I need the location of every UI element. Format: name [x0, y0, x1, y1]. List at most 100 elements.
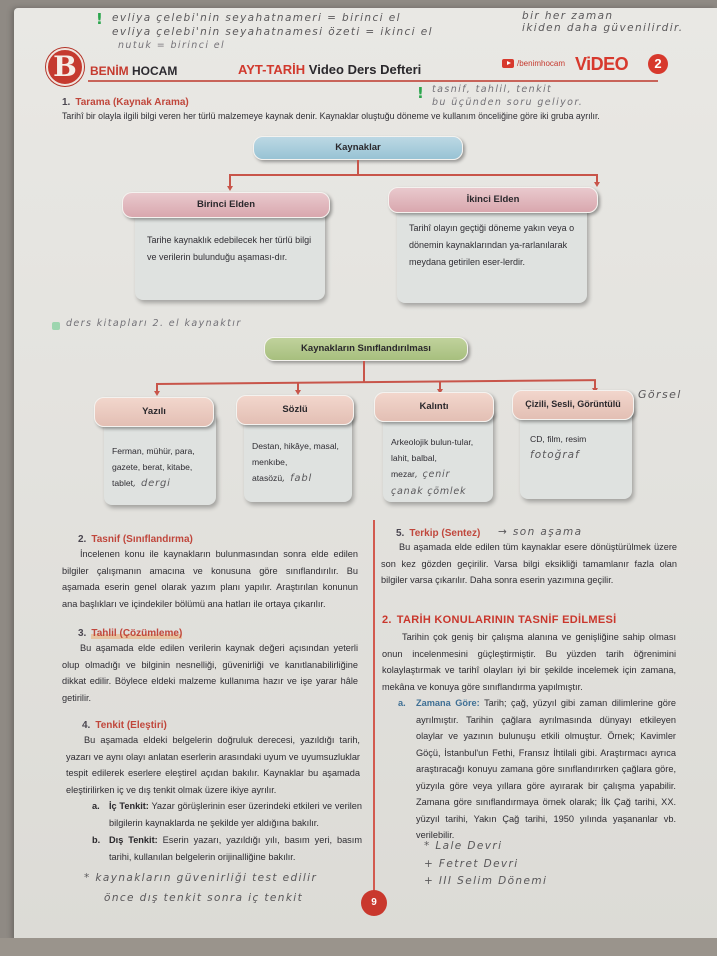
item-title: Dış Tenkit:: [109, 835, 158, 845]
header-divider: [88, 80, 658, 82]
column-divider: [373, 520, 375, 900]
ikinci-elden-title: İkinci Elden: [388, 187, 598, 213]
brand-part2: HOCAM: [132, 64, 178, 78]
cizili-card: CD, film, resim fotoğraf: [520, 407, 632, 499]
sozlu-examples: Destan, hikâye, masal, menkıbe, atasözü: [252, 441, 339, 483]
yazili-title: Yazılı: [94, 397, 214, 427]
connector-line: [439, 381, 441, 389]
video-number-badge: 2: [648, 54, 668, 74]
handwritten-note: çanak çömlek: [391, 486, 467, 497]
benim-hocam-logo: B: [46, 48, 84, 86]
section-title: Terkip (Sentez): [409, 528, 481, 539]
youtube-handle: /benimhocam: [502, 59, 565, 68]
diagram-root-siniflandirma: Kaynakların Sınıflandırılması: [264, 337, 468, 361]
section-text: Bu aşamada elde edilen tüm kaynaklar ese…: [381, 542, 677, 585]
video-label: ViDEO: [575, 54, 629, 74]
ikinci-elden-card: Tarihî olayın geçtiği döneme yakın veya …: [397, 205, 587, 303]
connector-line: [363, 361, 365, 371]
handwritten-note: + Fetret Devri: [424, 858, 519, 870]
section-number: 4.: [82, 720, 91, 731]
brand-part1: BENİM: [90, 64, 129, 78]
section-text: Bu aşamada eldeki belgelerin doğruluk de…: [66, 735, 360, 795]
handwritten-note: , dergi: [133, 478, 171, 489]
handwritten-note: evliya çelebi'nin seyahatnameri = birinc…: [112, 12, 401, 24]
arrow-down-icon: [227, 186, 233, 191]
handwritten-note: ders kitapları 2. el kaynaktır: [66, 318, 242, 329]
connector-line: [363, 370, 365, 382]
section-title: Tahlil (Çözümleme): [91, 628, 183, 639]
section-text: Tarihin çok geniş bir çalışma alanına ve…: [382, 632, 676, 692]
sozlu-title: Sözlü: [236, 395, 354, 425]
cizili-examples: CD, film, resim: [530, 434, 587, 444]
section-text: İncelenen konu ile kaynakların bulunması…: [62, 549, 358, 609]
page-number-badge: 9: [361, 890, 387, 916]
connector-line: [596, 174, 598, 182]
handwritten-note: bu üçünden soru geliyor.: [432, 97, 584, 108]
handwritten-note: ikiden daha güvenilirdir.: [522, 22, 684, 34]
section-intro: Tarihî bir olayla ilgili bilgi veren her…: [62, 111, 600, 121]
zamana-gore-item: a.Zamana Göre: Tarih; çağ, yüzyıl gibi z…: [398, 695, 676, 844]
section-heading: 2. Tasnif (Sınıflandırma): [78, 534, 193, 545]
kalinti-examples: Arkeolojik bulun-tular, lahit, balbal, m…: [391, 437, 474, 479]
section-number: 1.: [62, 97, 71, 108]
kalinti-card: Arkeolojik bulun-tular, lahit, balbal, m…: [383, 410, 493, 502]
item-label: a.: [92, 801, 100, 811]
arrow-down-icon: [594, 182, 600, 187]
arrow-down-icon: [295, 390, 301, 395]
diagram-root-kaynaklar: Kaynaklar: [253, 136, 463, 160]
exclamation-mark-icon: !: [96, 10, 103, 28]
handwritten-note: önce dış tenkit sonra iç tenkit: [104, 892, 304, 904]
cizili-title: Çizili, Sesli, Görüntülü: [512, 390, 634, 420]
item-text: Eserin yazarı, yazıldığı yılı, basım yer…: [109, 835, 362, 862]
section-heading: 4. Tenkit (Eleştiri): [82, 720, 167, 731]
birinci-elden-title: Birinci Elden: [122, 192, 330, 218]
exclamation-mark-icon: !: [417, 84, 424, 102]
connector-line: [297, 382, 299, 390]
youtube-handle-text: /benimhocam: [517, 59, 566, 68]
sozlu-card: Destan, hikâye, masal, menkıbe, atasözü,…: [244, 412, 352, 502]
highlighter-mark-icon: [52, 322, 60, 330]
ic-tenkit-item: a. İç Tenkit: Yazar görüşlerinin eser üze…: [92, 798, 362, 831]
logo-letter: B: [53, 50, 77, 83]
handwritten-note: bir her zaman: [522, 10, 614, 22]
connector-line: [357, 160, 359, 174]
connector-line: [229, 174, 597, 176]
section-heading: 1. Tarama (Kaynak Arama): [62, 97, 189, 108]
arrow-down-icon: [154, 391, 160, 396]
title-subject: AYT-TARİH: [238, 62, 306, 77]
section-heading: 3. Tahlil (Çözümleme): [78, 628, 183, 639]
chapter-number: 2.: [382, 614, 392, 626]
item-label: b.: [92, 835, 101, 845]
yazili-examples: Ferman, mühür, para, gazete, berat, kita…: [112, 446, 195, 488]
item-title: İç Tenkit:: [109, 801, 149, 811]
handwritten-note: * Lale Devri: [424, 840, 503, 852]
brand-name: BENİM HOCAM: [90, 64, 177, 78]
kalinti-title: Kalıntı: [374, 392, 494, 422]
section-heading: 5.Terkip (Sentez): [396, 528, 480, 539]
handwritten-note: * kaynakların güvenirliği test edilir: [84, 872, 318, 884]
dis-tenkit-item: b. Dış Tenkit: Eserin yazarı, yazıldığı y…: [92, 832, 362, 865]
connector-line: [156, 383, 158, 391]
youtube-icon: [502, 59, 514, 68]
handwritten-note: Görsel: [638, 388, 682, 401]
handwritten-note: nutuk = birinci el: [118, 40, 226, 51]
item-label: a.: [398, 698, 406, 708]
section-title: Tarama (Kaynak Arama): [75, 97, 189, 108]
yazili-card: Ferman, mühür, para, gazete, berat, kita…: [104, 415, 216, 505]
item-text: Yazar görüşlerinin eser üzerindeki etkil…: [109, 801, 362, 828]
handwritten-note: , fabl: [282, 473, 313, 484]
chapter-title: TARİH KONULARININ TASNİF EDİLMESİ: [396, 614, 617, 626]
section-number: 2.: [78, 534, 87, 545]
section-title: Tenkit (Eleştiri): [95, 720, 167, 731]
section-title: Tasnif (Sınıflandırma): [91, 534, 193, 545]
arrow-down-icon: [437, 389, 443, 394]
handwritten-note: → son aşama: [498, 526, 583, 538]
item-title: Zamana Göre:: [416, 698, 480, 708]
birinci-elden-card: Tarihe kaynaklık edebilecek her türlü bi…: [135, 210, 325, 300]
connector-line: [229, 174, 231, 186]
title-rest: Video Ders Defteri: [308, 62, 422, 77]
handwritten-note: evliya çelebi'nin seyahatnamesi özeti = …: [112, 26, 433, 38]
handwritten-note: + III Selim Dönemi: [424, 875, 548, 887]
handwritten-note: tasnif, tahlil, tenkit: [432, 84, 553, 95]
section-number: 3.: [78, 628, 87, 639]
